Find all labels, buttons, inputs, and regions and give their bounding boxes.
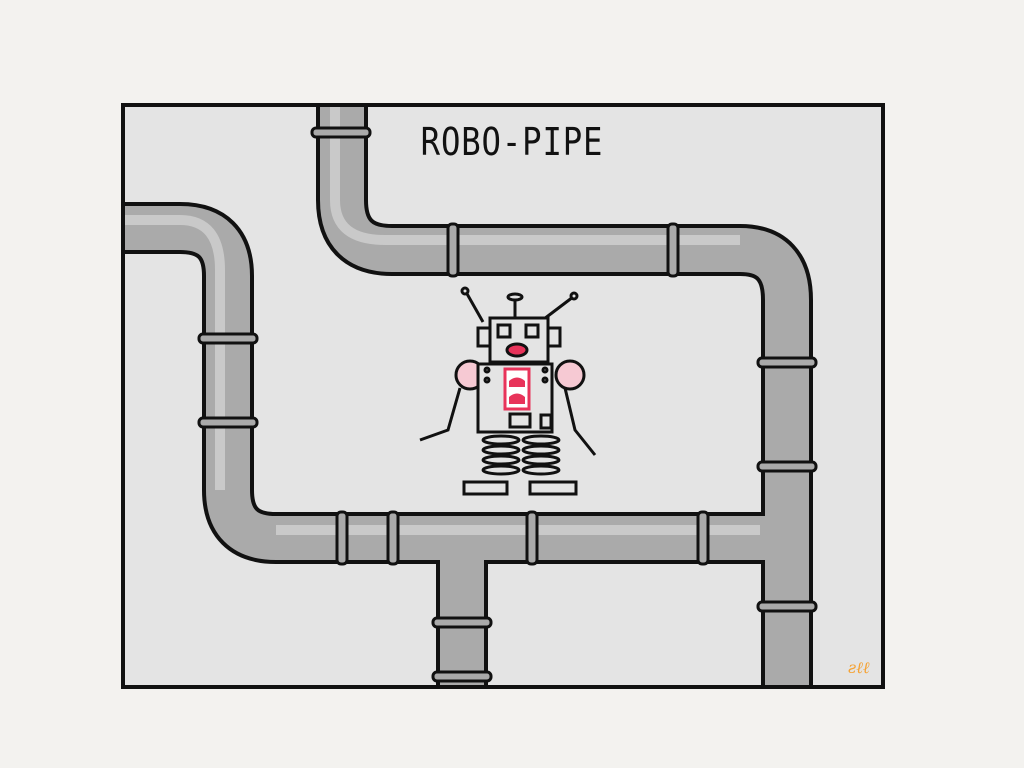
panel-border [121, 103, 885, 689]
artist-signature: ƨℓℓ [848, 658, 870, 677]
robot [419, 286, 597, 496]
comic-title: ROBO-PIPE [420, 120, 604, 164]
pipe-couplings [197, 126, 818, 683]
